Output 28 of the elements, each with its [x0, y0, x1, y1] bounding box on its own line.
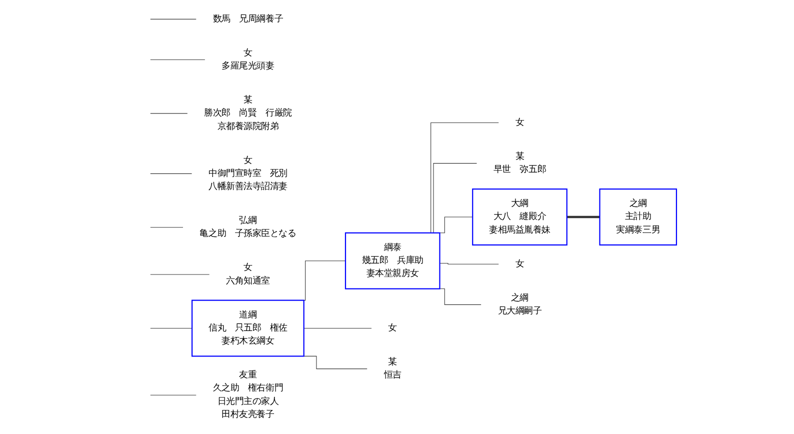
node-text: 数馬 兄周綱養子	[212, 14, 284, 24]
node-text: 女 中御門宣時室 死別 八幡新善法寺詔清妻	[208, 156, 288, 192]
node-text: 女	[515, 259, 524, 269]
node-box	[192, 300, 304, 357]
connector	[150, 328, 192, 329]
connector	[304, 356, 368, 370]
node-text: 女	[388, 323, 397, 333]
connector	[150, 59, 206, 60]
connector	[150, 173, 192, 174]
node-text: 女 六角知通室	[226, 263, 270, 286]
connector	[304, 328, 372, 329]
node-box	[344, 232, 440, 290]
connector	[150, 227, 184, 228]
connector	[566, 216, 600, 218]
connector	[150, 113, 188, 114]
node-text: 之綱 兄大綱嗣子	[498, 293, 542, 316]
node-text: 弘綱 亀之助 子孫家臣となる	[200, 216, 296, 238]
node-box	[472, 188, 568, 246]
node-box	[599, 188, 678, 246]
node-text: 友重 久之助 権右衛門 日光門主の家人 田村友亮養子	[212, 370, 284, 420]
node-text: 某 恒吉	[384, 357, 402, 380]
node-text: 女	[515, 118, 524, 128]
node-text: 女 多羅尾光頭妻	[222, 48, 274, 71]
connector	[439, 263, 500, 264]
node-text: 某 早世 弥五郎	[493, 152, 546, 174]
node-text: 某 勝次郎 尚賢 行厳院 京都養源院附弟	[204, 95, 292, 131]
connector	[150, 18, 197, 20]
connector	[150, 394, 197, 396]
